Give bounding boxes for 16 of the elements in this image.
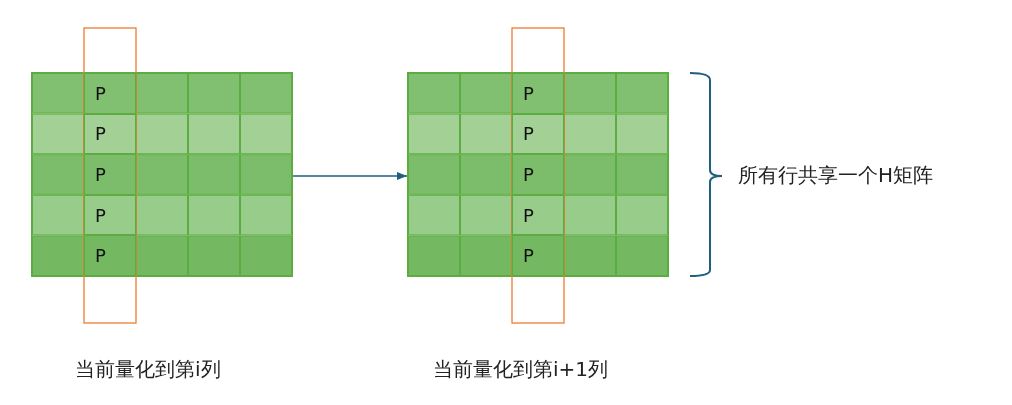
matrix-cell: P <box>512 154 564 195</box>
matrix-cell: P <box>84 154 136 195</box>
brace-label: 所有行共享一个H矩阵 <box>738 162 934 189</box>
matrix-cell: P <box>84 194 136 236</box>
matrix-cell: P <box>512 235 564 276</box>
caption: 当前量化到第i列 <box>75 356 221 383</box>
matrix-cell: P <box>512 194 564 236</box>
matrix-cell: P <box>84 73 136 114</box>
matrix-cell: P <box>512 113 564 155</box>
arrow <box>292 171 408 181</box>
matrix-grid <box>32 73 292 276</box>
matrix-grid <box>408 73 668 276</box>
matrix-cell: P <box>512 73 564 114</box>
caption: 当前量化到第i+1列 <box>433 356 609 383</box>
matrix-cell: P <box>84 235 136 276</box>
matrix-cell: P <box>84 113 136 155</box>
